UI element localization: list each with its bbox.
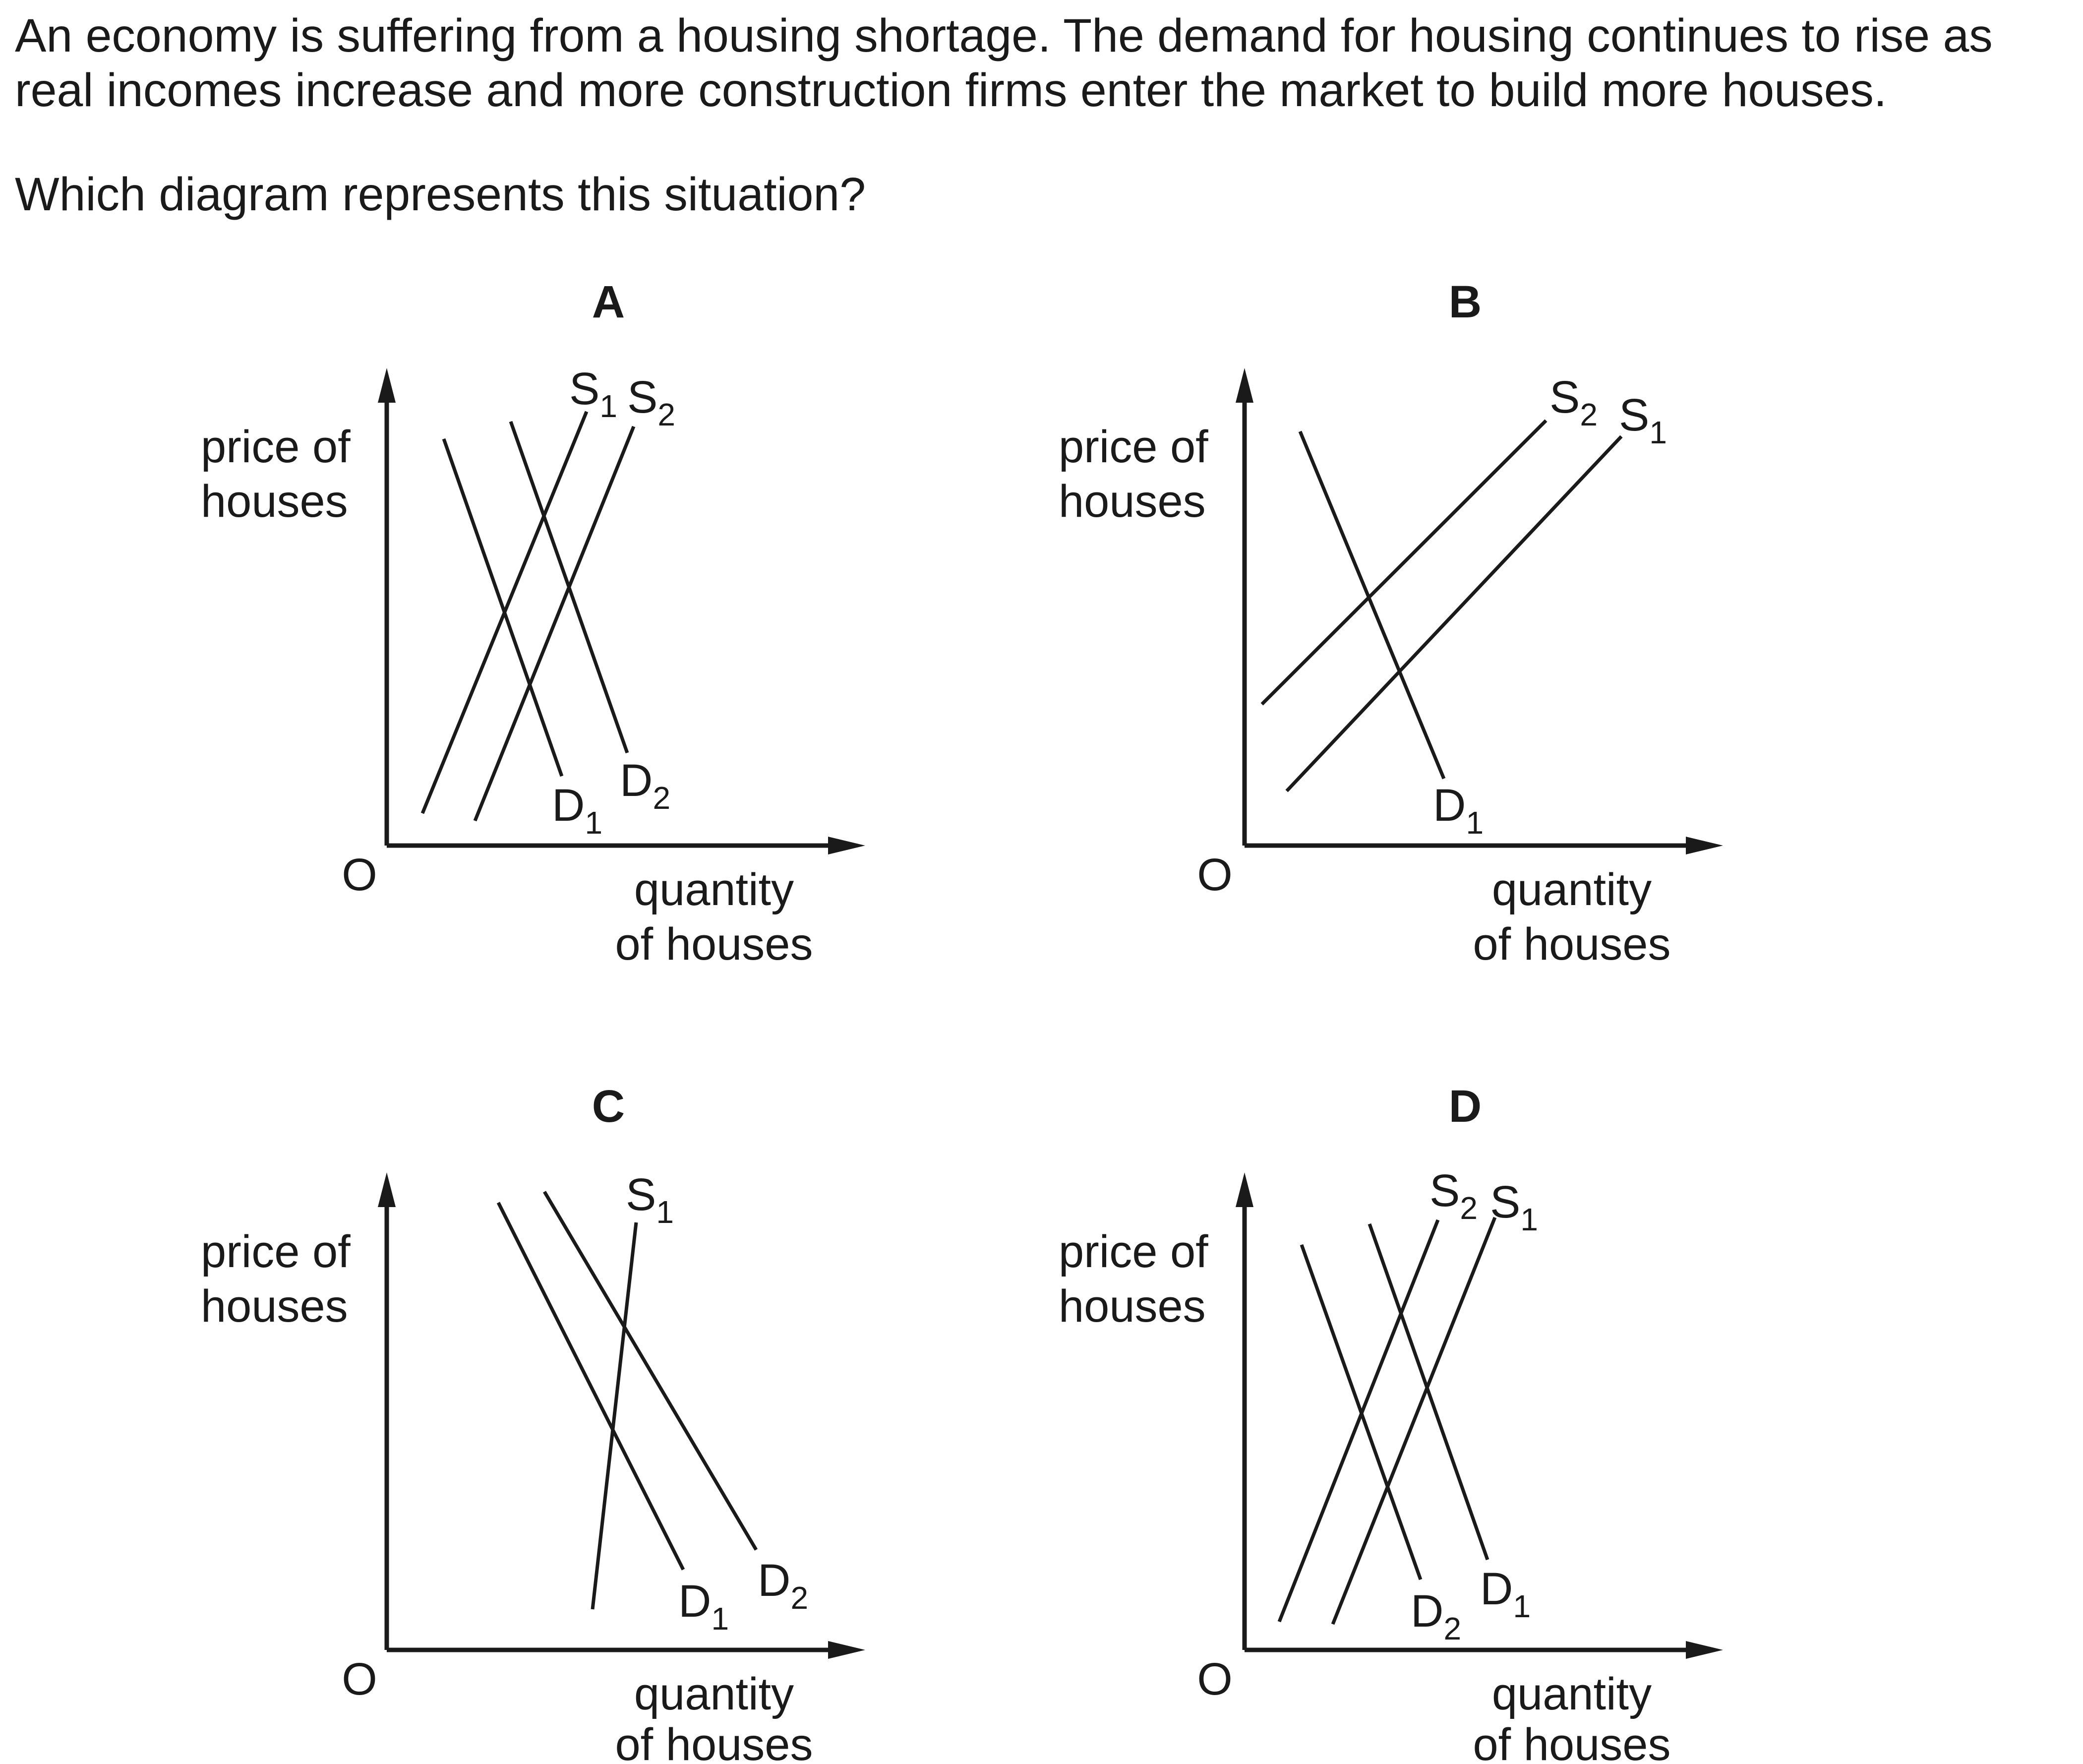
curve-label-d1: D1 <box>552 780 602 841</box>
diagram-a[interactable]: A price of houses O quantity of houses S… <box>201 277 865 970</box>
y-axis-arrow <box>1236 368 1253 403</box>
x-axis-label-line1: quantity <box>1492 864 1652 915</box>
option-letter-c: C <box>592 1081 625 1132</box>
y-axis-label-line1: price of <box>1059 1226 1208 1277</box>
diagram-d[interactable]: D price of houses O quantity of houses S… <box>1059 1081 1723 1764</box>
demand-curve-d1 <box>496 1202 685 1571</box>
y-axis-label-line1: price of <box>1059 422 1208 472</box>
y-axis-label-line1: price of <box>201 1226 351 1277</box>
demand-curve-d2 <box>542 1191 758 1551</box>
x-axis-arrow <box>828 1641 865 1659</box>
diagram-b[interactable]: B price of houses O quantity of houses S… <box>1059 277 1723 970</box>
curve-label-d1: D1 <box>678 1576 729 1637</box>
curve-label-d1: D1 <box>1433 780 1484 841</box>
origin-label: O <box>342 1654 377 1704</box>
curve-label-s2: S2 <box>1549 372 1598 432</box>
y-axis-arrow <box>1236 1172 1253 1207</box>
x-axis-label-line2: of houses <box>1473 919 1671 970</box>
demand-curve-d1 <box>442 438 564 777</box>
y-axis-label-line2: houses <box>201 1281 348 1332</box>
x-axis-label-line1: quantity <box>634 864 794 915</box>
supply-curve-s2 <box>1277 1219 1440 1623</box>
x-axis-label-line2: of houses <box>615 1719 813 1764</box>
y-axis-arrow <box>378 1172 396 1207</box>
demand-curve-d2 <box>1300 1244 1423 1581</box>
x-axis-label-line2: of houses <box>1473 1719 1671 1764</box>
x-axis-label-line2: of houses <box>615 919 813 970</box>
curve-label-s1: S1 <box>1619 390 1667 450</box>
curve-label-s1: S1 <box>569 364 617 424</box>
supply-curve-s1 <box>1285 435 1623 792</box>
curve-label-s2: S2 <box>627 372 675 432</box>
axes <box>378 368 865 854</box>
question-prompt: Which diagram represents this situation? <box>15 168 866 221</box>
origin-label: O <box>1197 850 1233 900</box>
demand-curve-d1 <box>1368 1223 1489 1561</box>
x-axis-arrow <box>1686 1641 1723 1659</box>
curve-label-d2: D2 <box>1411 1586 1461 1646</box>
origin-label: O <box>1197 1654 1233 1704</box>
axes <box>1236 368 1723 854</box>
axes <box>1236 1172 1723 1659</box>
x-axis-label-line1: quantity <box>1492 1669 1652 1719</box>
origin-label: O <box>342 850 377 900</box>
diagram-c[interactable]: C price of houses O quantity of houses S… <box>201 1081 865 1764</box>
y-axis-label-line2: houses <box>1059 476 1206 527</box>
axes <box>378 1172 865 1659</box>
question-line-1: An economy is suffering from a housing s… <box>15 9 1993 62</box>
option-letter-b: B <box>1449 277 1482 327</box>
curve-label-s2: S2 <box>1429 1165 1478 1226</box>
curve-label-d2: D2 <box>620 755 670 816</box>
supply-curve-s2 <box>473 426 636 822</box>
y-axis-label-line2: houses <box>1059 1281 1206 1332</box>
supply-curve-s1 <box>591 1222 638 1610</box>
demand-curve-d1 <box>1298 430 1446 780</box>
curve-label-s1: S1 <box>626 1169 674 1230</box>
y-axis-label-line1: price of <box>201 422 351 472</box>
supply-curve-s1 <box>1331 1217 1497 1625</box>
curve-label-d2: D2 <box>758 1555 808 1616</box>
question-line-2: real incomes increase and more construct… <box>15 64 1887 117</box>
y-axis-arrow <box>378 368 396 403</box>
y-axis-label-line2: houses <box>201 476 348 527</box>
option-letter-a: A <box>592 277 625 327</box>
curve-label-d1: D1 <box>1480 1564 1531 1624</box>
x-axis-arrow <box>828 837 865 854</box>
demand-curve-d2 <box>509 421 629 754</box>
option-letter-d: D <box>1449 1081 1482 1132</box>
x-axis-label-line1: quantity <box>634 1669 794 1719</box>
x-axis-arrow <box>1686 837 1723 854</box>
supply-curve-s2 <box>1260 419 1547 706</box>
curve-label-s1: S1 <box>1490 1177 1538 1237</box>
